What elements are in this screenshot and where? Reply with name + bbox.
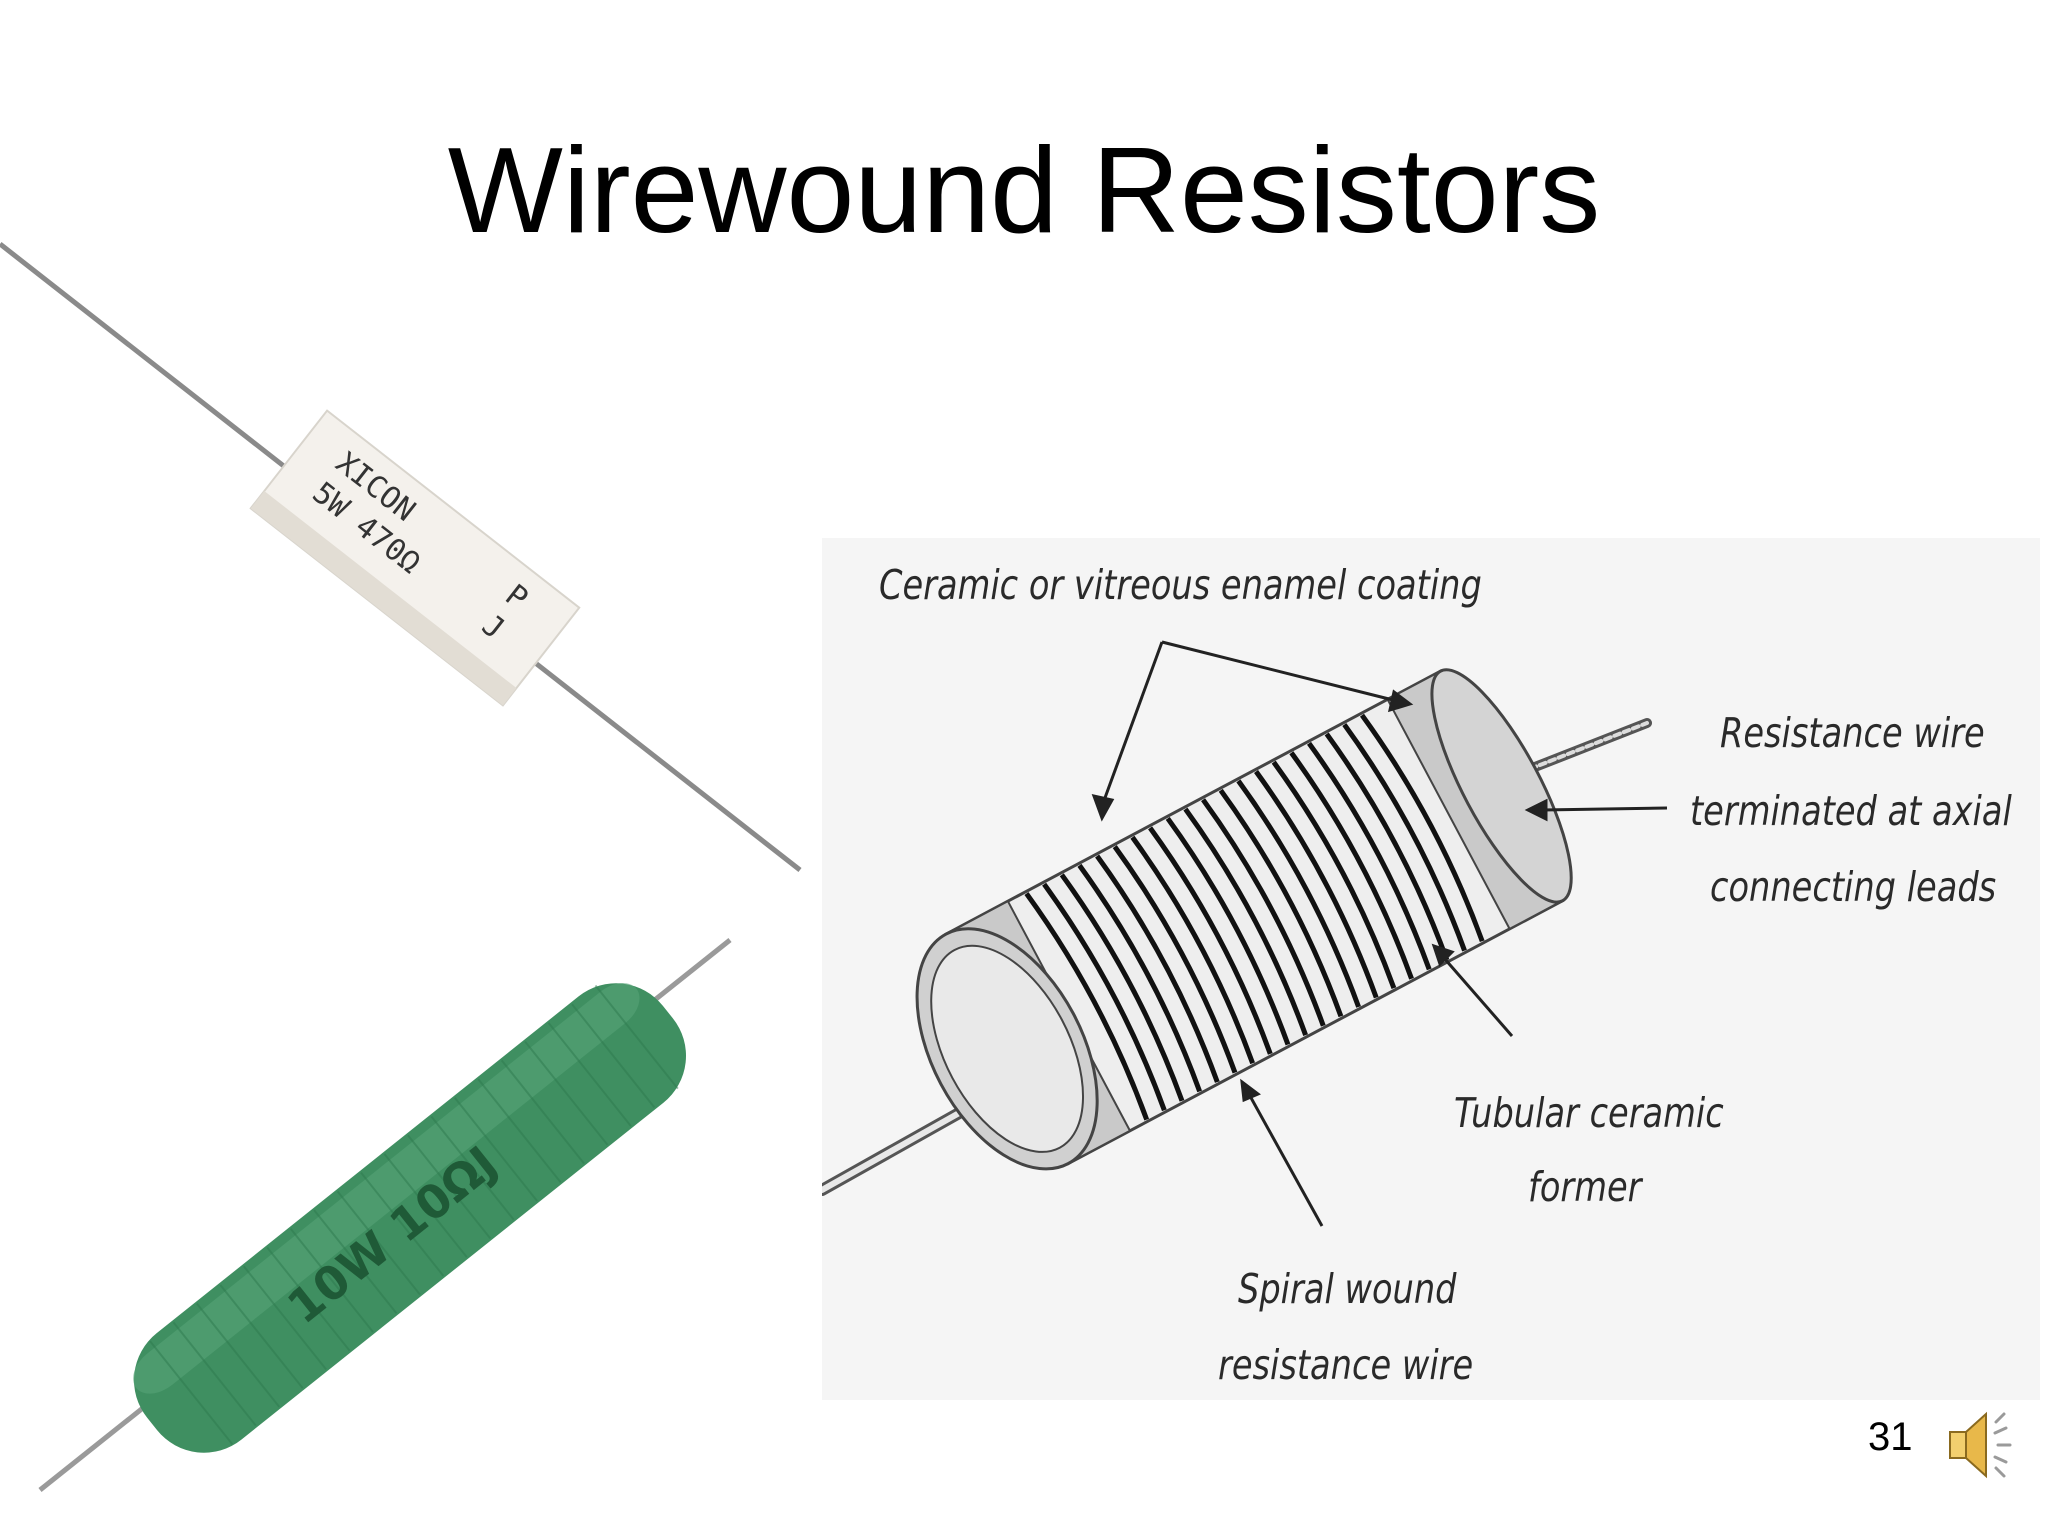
label-spiral-line1: Spiral wound [1238,1265,1457,1313]
wirewound-diagram: Ceramic or vitreous enamel coating Resis… [822,538,2040,1400]
label-wire-line3: connecting leads [1710,863,1997,911]
page-number: 31 [1868,1415,1913,1459]
label-former-line2: former [1528,1163,1642,1211]
speaker-icon[interactable] [1940,1400,2030,1490]
resistor-photos-svg: XICON 5W 470Ω P J [0,242,802,1492]
spiral-windings [1024,713,1485,1121]
pointer-arrows [1091,640,1668,1227]
green-resistor-photo: 10W 10ΩJ [38,938,732,1492]
slide-title: Wirewound Resistors [447,122,1601,258]
white-resistor-body [249,409,581,707]
right-end-cap [1430,668,1573,904]
wirewound-diagram-svg [822,640,1668,1227]
label-wire-line2: terminated at axial [1690,787,2012,835]
white-resistor-photo: XICON 5W 470Ω P J [0,242,802,872]
speaker-icon-svg [1949,1411,2012,1479]
label-coating: Ceramic or vitreous enamel coating [879,561,1482,609]
green-resistor-body [133,983,687,1453]
label-wire-line1: Resistance wire [1720,709,1985,757]
left-end-face [930,944,1085,1153]
resistor-photos: XICON 5W 470Ω P J [0,230,820,1536]
label-former-line1: Tubular ceramic [1454,1089,1724,1137]
label-spiral-line2: resistance wire [1218,1341,1474,1389]
resistor-cylinder [915,668,1573,1171]
